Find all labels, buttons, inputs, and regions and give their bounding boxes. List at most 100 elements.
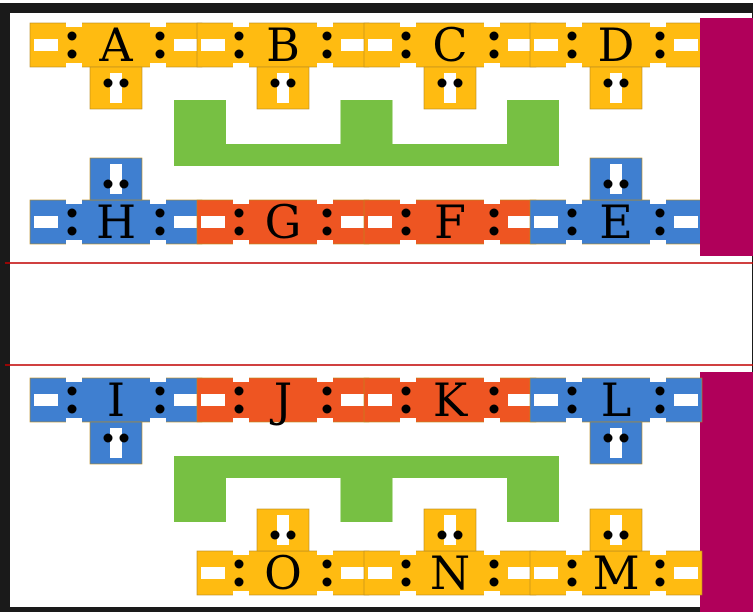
connector-dot: [401, 226, 411, 236]
piece-notch: [150, 19, 166, 27]
piece-notch: [233, 19, 249, 27]
piece-slot: [341, 216, 365, 228]
piece-slot: [201, 39, 225, 51]
piece-notch: [233, 196, 249, 204]
piece-n: N: [363, 508, 537, 600]
piece-notch: [66, 240, 82, 248]
piece-slot: [508, 394, 532, 406]
piece-label: O: [264, 546, 302, 600]
bracket-prong: [174, 100, 226, 166]
piece-slot: [368, 394, 392, 406]
piece-label: J: [270, 373, 292, 427]
piece-body: [196, 22, 370, 68]
connector-dot: [67, 31, 77, 41]
piece-notch: [317, 196, 333, 204]
stem-dot: [453, 78, 463, 88]
bracket-prong: [340, 456, 393, 522]
piece-body: [29, 199, 203, 245]
piece-label: K: [433, 373, 469, 427]
piece-notch: [400, 547, 416, 555]
piece-notch: [566, 374, 582, 382]
piece-notch: [66, 63, 82, 71]
connector-dot: [489, 559, 499, 569]
connector-dot: [567, 559, 577, 569]
piece-slot: [674, 39, 698, 51]
connector-dot: [567, 404, 577, 414]
piece-slot: [368, 567, 392, 579]
piece-notch: [400, 196, 416, 204]
connector-dot: [655, 404, 665, 414]
connector-dot: [322, 577, 332, 587]
connector-dot: [234, 386, 244, 396]
piece-slot: [174, 216, 198, 228]
piece-label: E: [599, 195, 633, 249]
stem-dot: [619, 78, 629, 88]
connector-dot: [234, 208, 244, 218]
connector-dot: [655, 226, 665, 236]
piece-label: D: [598, 18, 635, 72]
piece-notch: [650, 547, 666, 555]
connector-dot: [401, 577, 411, 587]
piece-notch: [400, 418, 416, 426]
stem-slot: [110, 428, 122, 458]
piece-label: M: [592, 546, 639, 600]
piece-notch: [650, 240, 666, 248]
piece-a: A: [29, 18, 203, 110]
connector-dot: [155, 386, 165, 396]
piece-slot: [201, 216, 225, 228]
piece-body: [196, 199, 370, 245]
piece-notch: [317, 418, 333, 426]
piece-notch: [317, 63, 333, 71]
connector-dot: [655, 386, 665, 396]
connector-dot: [322, 49, 332, 59]
stem-dot: [119, 78, 129, 88]
connector-dot: [655, 559, 665, 569]
connector-dot: [155, 208, 165, 218]
piece-notch: [484, 418, 500, 426]
connector-dot: [401, 49, 411, 59]
connector-dot: [234, 577, 244, 587]
stem-slot: [444, 515, 456, 545]
piece-label: H: [96, 195, 136, 249]
piece-notch: [150, 240, 166, 248]
piece-o: O: [196, 508, 370, 600]
piece-notch: [317, 19, 333, 27]
stem-dot: [103, 78, 113, 88]
piece-body: [196, 377, 370, 423]
connector-dot: [401, 386, 411, 396]
piece-i: I: [29, 373, 203, 465]
connector-dot: [155, 226, 165, 236]
piece-body: [29, 377, 203, 423]
piece-l: L: [529, 373, 703, 465]
connector-dot: [489, 386, 499, 396]
piece-body: [29, 22, 203, 68]
piece-slot: [508, 567, 532, 579]
piece-notch: [66, 418, 82, 426]
connector-dot: [234, 404, 244, 414]
piece-slot: [341, 39, 365, 51]
piece-notch: [650, 591, 666, 599]
connector-dot: [567, 49, 577, 59]
piece-label: N: [430, 546, 470, 600]
stem-slot: [610, 428, 622, 458]
stem-dot: [286, 530, 296, 540]
piece-k: K: [363, 373, 537, 427]
piece-slot: [201, 394, 225, 406]
connector-dot: [234, 31, 244, 41]
piece-notch: [400, 374, 416, 382]
piece-notch: [650, 63, 666, 71]
piece-notch: [66, 196, 82, 204]
piece-slot: [508, 216, 532, 228]
piece-body: [529, 377, 703, 423]
connector-dot: [489, 49, 499, 59]
piece-slot: [201, 567, 225, 579]
piece-notch: [317, 374, 333, 382]
piece-notch: [566, 418, 582, 426]
piece-slot: [534, 216, 558, 228]
stem-slot: [610, 515, 622, 545]
piece-notch: [566, 196, 582, 204]
piece-notch: [484, 196, 500, 204]
piece-slot: [534, 39, 558, 51]
piece-body: [529, 22, 703, 68]
